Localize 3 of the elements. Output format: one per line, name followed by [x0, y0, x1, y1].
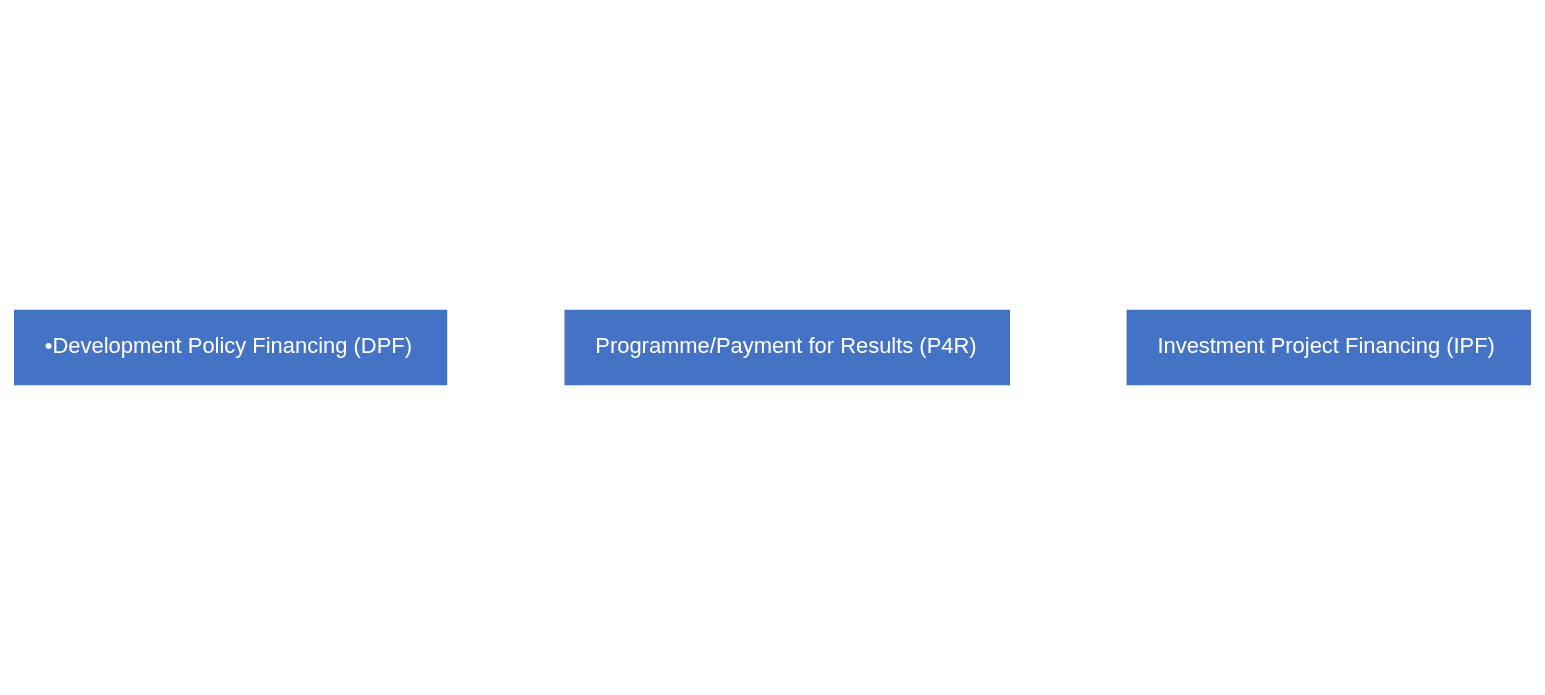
node-box: Programme/Payment for Results (P4R) [564, 309, 1010, 386]
node-box: •Development Policy Financing (DPF) [14, 309, 448, 386]
node-box: Investment Project Financing (IPF) [1126, 309, 1531, 386]
